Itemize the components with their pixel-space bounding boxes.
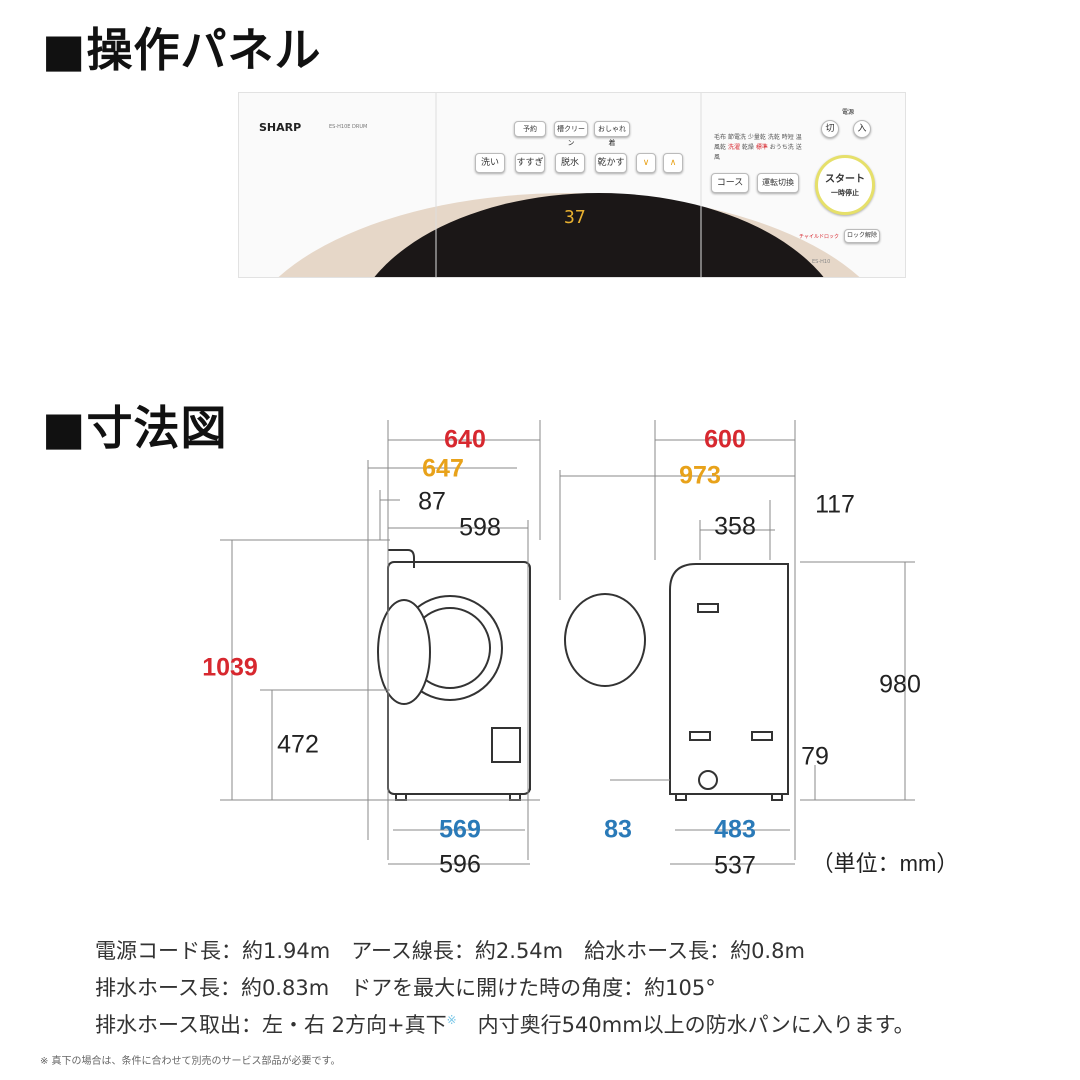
drum-arc: [278, 93, 860, 277]
up-arrow-button[interactable]: ∧: [663, 153, 683, 173]
front-view-washer: [377, 549, 531, 801]
front-height-total: 1039: [202, 653, 258, 682]
side-height: 980: [879, 670, 921, 699]
side-view-washer: [564, 563, 789, 801]
section-title-panel: ■操作パネル: [42, 23, 322, 77]
power-label: 電源: [842, 109, 855, 116]
control-panel-image: SHARP ES-H10E DRUM 予約 槽クリーン おしゃれ着 洗い すすぎ…: [238, 92, 906, 278]
model-label: ES-H10E DRUM: [329, 124, 368, 130]
side-base-inner: 483: [714, 815, 756, 844]
course-label: 温風乾: [714, 134, 802, 151]
wash-button[interactable]: 洗い: [475, 153, 505, 173]
side-offset: 117: [815, 490, 855, 519]
course-label: 洗乾: [767, 134, 780, 141]
side-depth-top: 600: [704, 425, 746, 454]
front-door-height: 472: [277, 730, 319, 759]
course-label: おうち洗: [769, 144, 794, 151]
delicate-button[interactable]: おしゃれ着: [594, 121, 630, 147]
spec-pan: 内寸奥行540mm以上の防水パンに入ります。: [456, 1013, 915, 1037]
section-title-dimensions: ■寸法図: [42, 401, 228, 455]
front-base-outer: 596: [439, 850, 481, 879]
reserve-button[interactable]: 予約: [514, 121, 546, 137]
note-mark: ※: [446, 1013, 457, 1027]
brand-logo: SHARP: [259, 121, 302, 134]
course-button[interactable]: コース: [711, 173, 749, 193]
dimension-drawing: [220, 420, 915, 865]
rinse-button[interactable]: すすぎ: [515, 153, 545, 173]
spec-line-1: 電源コード長：約1.94m アース線長：約2.54m 給水ホース長：約0.8m: [95, 939, 805, 963]
side-gap: 83: [604, 815, 632, 844]
spec-line-2: 排水ホース長：約0.83m ドアを最大に開けた時の角度：約105°: [95, 976, 716, 1000]
side-hose: 358: [714, 512, 756, 541]
pause-label: 一時停止: [831, 189, 859, 197]
spin-button[interactable]: 脱水: [555, 153, 585, 173]
side-base-outer: 537: [714, 851, 756, 880]
course-label: 毛布: [714, 134, 727, 141]
model-small-label: ES-H10: [812, 259, 831, 265]
down-arrow-button[interactable]: ∨: [636, 153, 656, 173]
course-label: 時短: [781, 134, 794, 141]
dry-button[interactable]: 乾かす: [595, 153, 627, 173]
course-list: 毛布 節電洗 少量乾 洗乾 時短 温風乾 洗濯 乾燥 標準 おうち洗 送風: [714, 133, 804, 163]
side-bottom: 79: [801, 742, 829, 771]
time-display: 37: [564, 207, 586, 228]
course-label: 少量乾: [747, 134, 766, 141]
spec-line-3: 排水ホース取出：左・右 2方向+真下※ 内寸奥行540mm以上の防水パンに入りま…: [95, 1009, 915, 1039]
start-button[interactable]: スタート一時停止: [815, 155, 875, 215]
power-on-button[interactable]: 入: [853, 120, 871, 138]
front-body-top: 598: [459, 513, 501, 542]
mode-switch-button[interactable]: 運転切換: [757, 173, 799, 193]
dimension-lines: [220, 420, 915, 865]
side-depth-max: 973: [679, 461, 721, 490]
tub-clean-button[interactable]: 槽クリーン: [554, 121, 588, 147]
front-offset: 87: [418, 487, 446, 516]
unit-label: （単位：mm）: [811, 851, 959, 876]
front-width-top: 640: [444, 425, 486, 454]
front-width-max: 647: [422, 454, 464, 483]
spec-drain: 排水ホース取出：左・右 2方向+真下: [95, 1013, 447, 1037]
course-label: 節電洗: [727, 134, 746, 141]
child-lock-label: チャイルドロック: [799, 234, 839, 240]
front-base-inner: 569: [439, 815, 481, 844]
course-label: 送風: [714, 144, 802, 161]
course-label: 乾燥: [741, 144, 754, 151]
power-off-button[interactable]: 切: [821, 120, 839, 138]
course-label: 洗濯: [727, 144, 740, 151]
footnote: ※ 真下の場合は、条件に合わせて別売のサービス部品が必要です。: [40, 1056, 341, 1067]
course-label: 標準: [755, 144, 768, 151]
lock-release-button[interactable]: ロック解除: [844, 229, 880, 243]
start-label: スタート: [825, 174, 865, 185]
